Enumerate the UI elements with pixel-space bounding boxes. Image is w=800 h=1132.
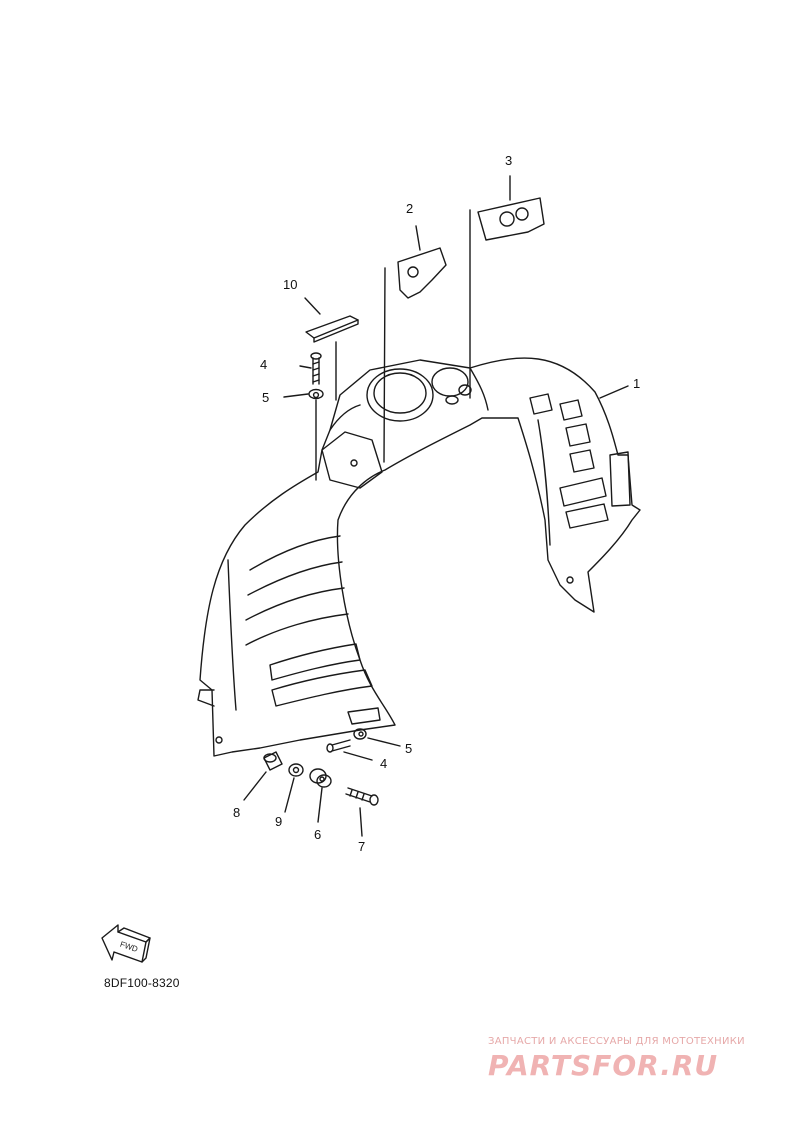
rubber-strip-part-10 (304, 297, 359, 401)
screw-4-lower (326, 739, 373, 761)
bracket-plate-part-3 (469, 175, 545, 399)
callout-10: 10 (283, 277, 298, 292)
callout-3: 3 (505, 153, 513, 168)
fwd-arrow-icon (101, 924, 151, 963)
screw-4-upper (299, 352, 322, 385)
bolt-7 (345, 787, 379, 837)
callout-7: 7 (358, 839, 366, 854)
collar-8 (243, 751, 283, 801)
washer-9 (284, 763, 304, 813)
fwd-label: FWD (119, 940, 139, 954)
callout-4-upper: 4 (260, 357, 268, 372)
callout-6: 6 (314, 827, 322, 842)
inner-cover-part-1 (197, 357, 641, 757)
watermark-tagline: ЗАПЧАСТИ И АКСЕССУАРЫ ДЛЯ МОТОТЕХНИКИ (488, 1036, 745, 1047)
grommet-6 (309, 768, 332, 823)
grommet-5-lower (353, 728, 401, 747)
watermark-logo: PARTSFOR.RU (488, 1049, 719, 1082)
grommet-5-upper (283, 388, 324, 481)
callout-5-lower: 5 (405, 741, 413, 756)
bracket-plate-part-2 (383, 225, 447, 463)
callout-5-upper: 5 (262, 390, 270, 405)
callout-9: 9 (275, 814, 283, 829)
callout-8: 8 (233, 805, 241, 820)
callout-2: 2 (406, 201, 414, 216)
callout-1: 1 (633, 376, 641, 391)
callout-4-lower: 4 (380, 756, 388, 771)
watermark: ЗАПЧАСТИ И АКСЕССУАРЫ ДЛЯ МОТОТЕХНИКИ PA… (488, 1036, 788, 1082)
diagram-part-code: 8DF100-8320 (104, 976, 180, 990)
